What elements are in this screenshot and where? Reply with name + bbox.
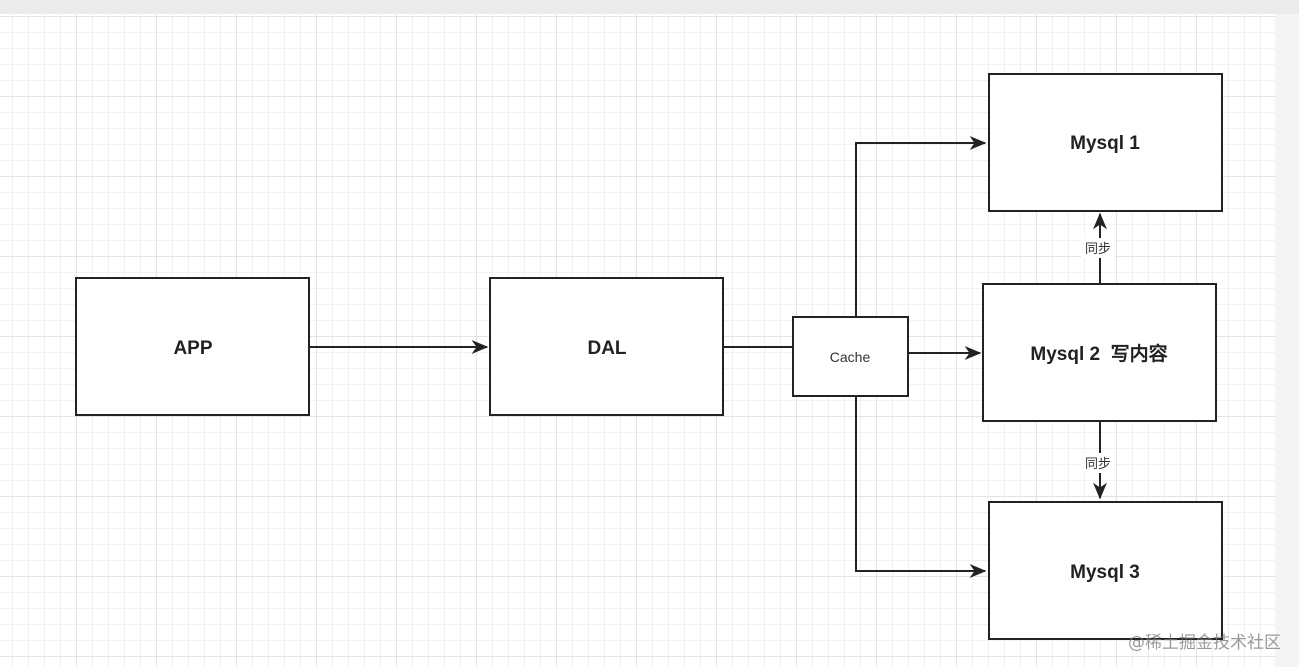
node-app-label: APP	[173, 338, 212, 359]
node-cache[interactable]: Cache	[792, 316, 909, 397]
edge-cache-to-mysql1	[855, 136, 987, 317]
sync-down-label: 同步	[1085, 457, 1111, 472]
node-mysql3-label: Mysql 3	[1070, 562, 1140, 583]
node-dal-label: DAL	[587, 338, 626, 359]
sync-up-label: 同步	[1085, 242, 1111, 257]
sync-down-label-group: 同步	[1081, 453, 1115, 473]
node-mysql2-label: Mysql 2 写内容	[1030, 342, 1167, 365]
watermark: @稀土掘金技术社区	[1128, 633, 1281, 653]
node-mysql3[interactable]: Mysql 3	[988, 501, 1223, 640]
right-scroll-gutter	[1275, 14, 1299, 667]
node-mysql1-label: Mysql 1	[1070, 133, 1140, 154]
node-mysql2[interactable]: Mysql 2 写内容	[982, 283, 1217, 422]
node-mysql1[interactable]: Mysql 1	[988, 73, 1223, 212]
sync-up-label-group: 同步	[1081, 238, 1115, 258]
top-bar	[0, 0, 1299, 14]
node-dal[interactable]: DAL	[489, 277, 724, 416]
edge-cache-to-mysql3	[855, 396, 987, 578]
node-app[interactable]: APP	[75, 277, 310, 416]
edges	[309, 136, 1107, 578]
node-cache-label: Cache	[830, 349, 871, 365]
